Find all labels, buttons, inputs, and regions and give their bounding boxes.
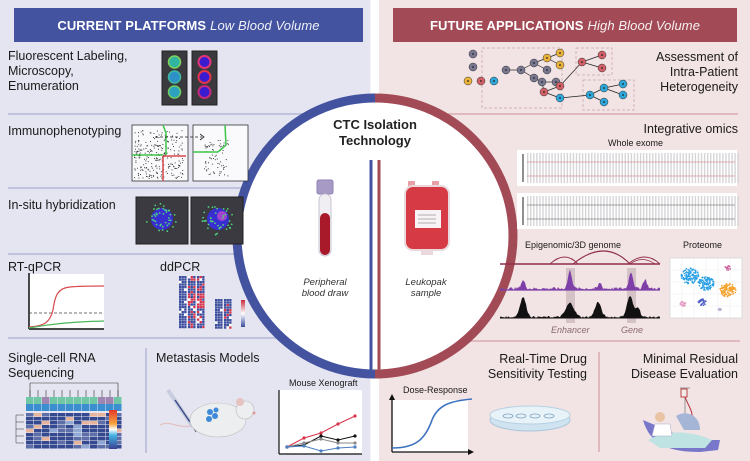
divider bbox=[8, 253, 248, 255]
divider bbox=[448, 113, 738, 115]
whole-exome-label: Whole exome bbox=[608, 138, 664, 148]
header-italic: Low Blood Volume bbox=[210, 17, 320, 33]
integrative-omics-label: Integrative omics bbox=[643, 122, 738, 136]
label-line: Fluorescent Labeling, bbox=[8, 49, 128, 63]
header-italic: High Blood Volume bbox=[587, 17, 701, 33]
divider bbox=[8, 187, 248, 189]
epigenomic-label: Epigenomic/3D genome bbox=[525, 240, 622, 250]
mrd-label: Minimal Residual Disease Evaluation bbox=[631, 352, 738, 382]
label-line: Enumeration bbox=[8, 79, 79, 93]
label-line: Microscopy, bbox=[8, 64, 74, 78]
divider bbox=[598, 352, 600, 452]
single-cell-rna-label: Single-cell RNA Sequencing bbox=[8, 351, 96, 381]
gene-label: Gene bbox=[621, 325, 644, 335]
caption-line: blood draw bbox=[301, 288, 349, 299]
label-line: Real-Time Drug bbox=[499, 352, 587, 366]
divider bbox=[145, 348, 147, 453]
rt-qpcr-label: RT-qPCR bbox=[8, 260, 62, 274]
label-line: Single-cell RNA bbox=[8, 351, 96, 365]
in-situ-hybridization-label: In-situ hybridization bbox=[8, 198, 116, 212]
label-line: Heterogeneity bbox=[660, 80, 738, 94]
blood-bag-icon bbox=[404, 181, 450, 255]
header-bold: FUTURE APPLICATIONS bbox=[429, 17, 584, 33]
caption-line: sample bbox=[410, 288, 442, 299]
proteome-label: Proteome bbox=[683, 240, 723, 250]
enhancer-label: Enhancer bbox=[551, 325, 590, 335]
peripheral-blood-draw-caption: Peripheral blood draw bbox=[293, 277, 357, 299]
drug-sensitivity-label: Real-Time Drug Sensitivity Testing bbox=[483, 352, 587, 382]
caption-line: Peripheral bbox=[303, 277, 347, 288]
circle-arc-right bbox=[374, 93, 518, 379]
blood-tube-icon bbox=[316, 179, 334, 257]
mouse-xenograft-label: Mouse Xenograft bbox=[289, 378, 358, 388]
title-line: CTC Isolation bbox=[333, 117, 417, 132]
metastasis-models-label: Metastasis Models bbox=[156, 351, 260, 365]
label-line: Sensitivity Testing bbox=[487, 367, 587, 381]
divider bbox=[445, 340, 740, 342]
dose-response-label: Dose-Response bbox=[403, 385, 468, 395]
label-line: Disease Evaluation bbox=[630, 367, 738, 381]
ddpcr-label: ddPCR bbox=[160, 260, 201, 274]
center-circle-fill bbox=[237, 98, 513, 374]
label-line: Sequencing bbox=[8, 366, 75, 380]
divider bbox=[8, 337, 308, 339]
header-bold: CURRENT PLATFORMS bbox=[57, 17, 207, 33]
caption-line: Leukopak bbox=[405, 277, 447, 288]
label-line: Intra-Patient bbox=[669, 65, 738, 79]
leukopak-sample-caption: Leukopak sample bbox=[394, 277, 458, 299]
ctc-isolation-title: CTC Isolation Technology bbox=[300, 117, 450, 149]
divider bbox=[8, 113, 303, 115]
heterogeneity-label: Assessment of Intra-Patient Heterogeneit… bbox=[656, 50, 738, 95]
immunophenotyping-label: Immunophenotyping bbox=[8, 124, 122, 138]
label-line: Minimal Residual bbox=[642, 352, 738, 366]
fluorescent-labeling-label: Fluorescent Labeling, Microscopy, Enumer… bbox=[8, 49, 128, 94]
title-line: Technology bbox=[339, 133, 411, 148]
label-line: Assessment of bbox=[656, 50, 738, 64]
